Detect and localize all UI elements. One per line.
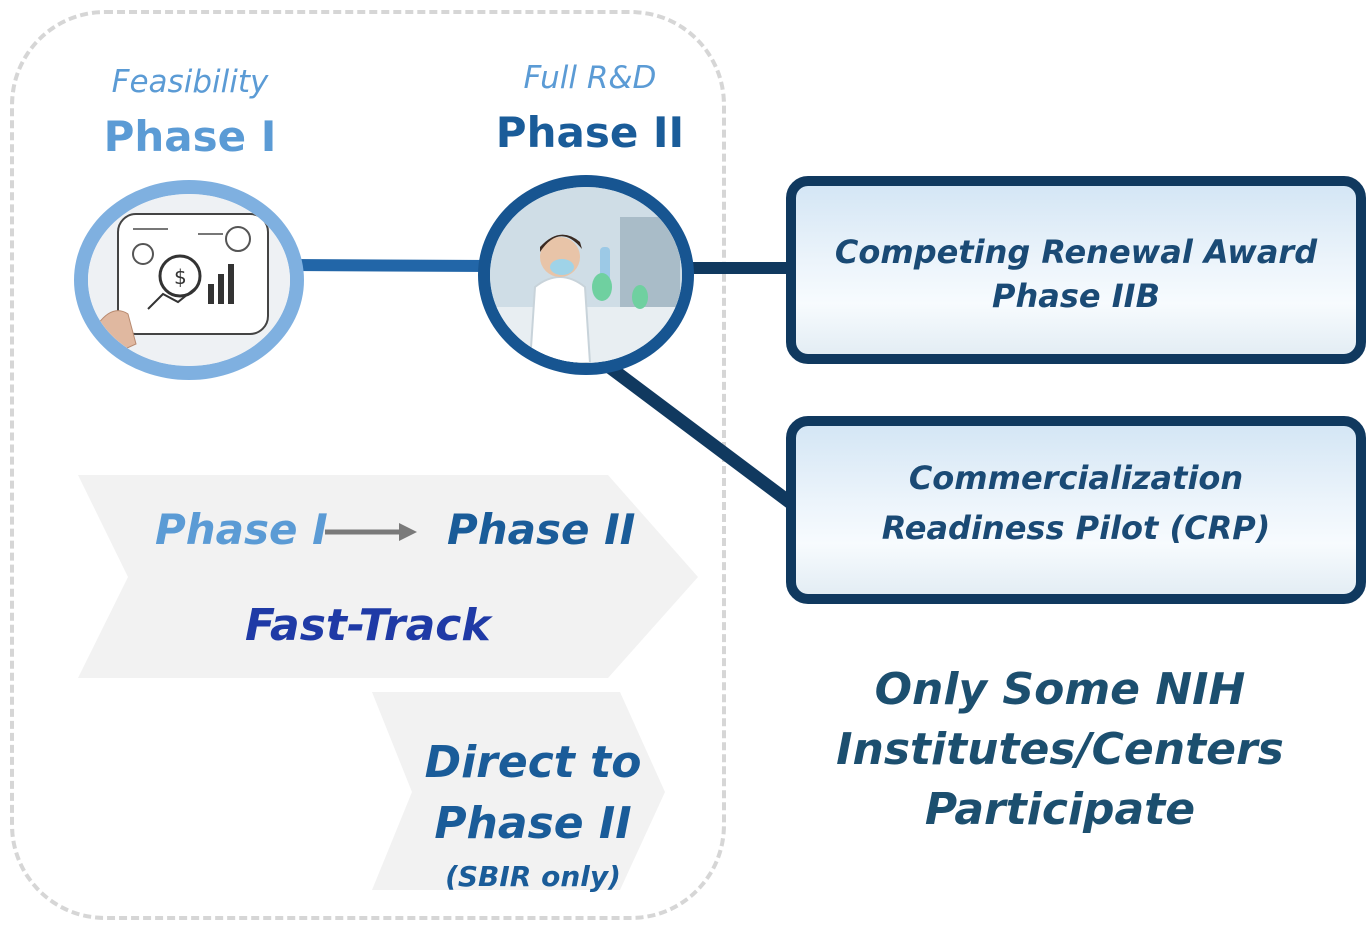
participation-line2: Institutes/Centers [836,724,1284,775]
phase2-subtitle: Full R&D [523,60,657,96]
arrow-right-icon [325,523,417,541]
fasttrack-from: Phase I [155,505,328,554]
participation-line3: Participate [924,784,1196,835]
phase2-image [478,175,694,375]
competing-renewal-line2: Phase IIB [992,277,1160,315]
competing-renewal-box: Competing Renewal Award Phase IIB [786,176,1366,364]
fasttrack-label: Fast-Track [245,600,491,651]
phase1-subtitle: Feasibility [111,64,269,100]
direct-phase2-chevron [372,692,665,890]
competing-renewal-line1: Competing Renewal Award [834,233,1318,271]
phase1-title: Phase I [103,112,277,161]
direct-line1: Direct to [424,737,642,788]
crp-box: Commercialization Readiness Pilot (CRP) [786,416,1366,604]
fasttrack-to: Phase II [447,505,636,554]
direct-note: (SBIR only) [445,860,621,893]
lab-scientist-icon [490,187,682,363]
svg-text:$: $ [174,265,187,289]
connector-phase2-crp [596,354,804,516]
fasttrack-chevron [78,475,698,678]
crp-line1: Commercialization [908,459,1244,497]
direct-line2: Phase II [434,798,632,849]
phase1-image: $ [74,180,304,380]
business-sketch-icon: $ [88,194,290,366]
crp-line2: Readiness Pilot (CRP) [881,509,1271,547]
phases-dashed-group [10,10,726,920]
phase2-title: Phase II [495,108,685,157]
participation-line1: Only Some NIH [874,664,1246,715]
connector-phase1-phase2 [289,259,493,272]
